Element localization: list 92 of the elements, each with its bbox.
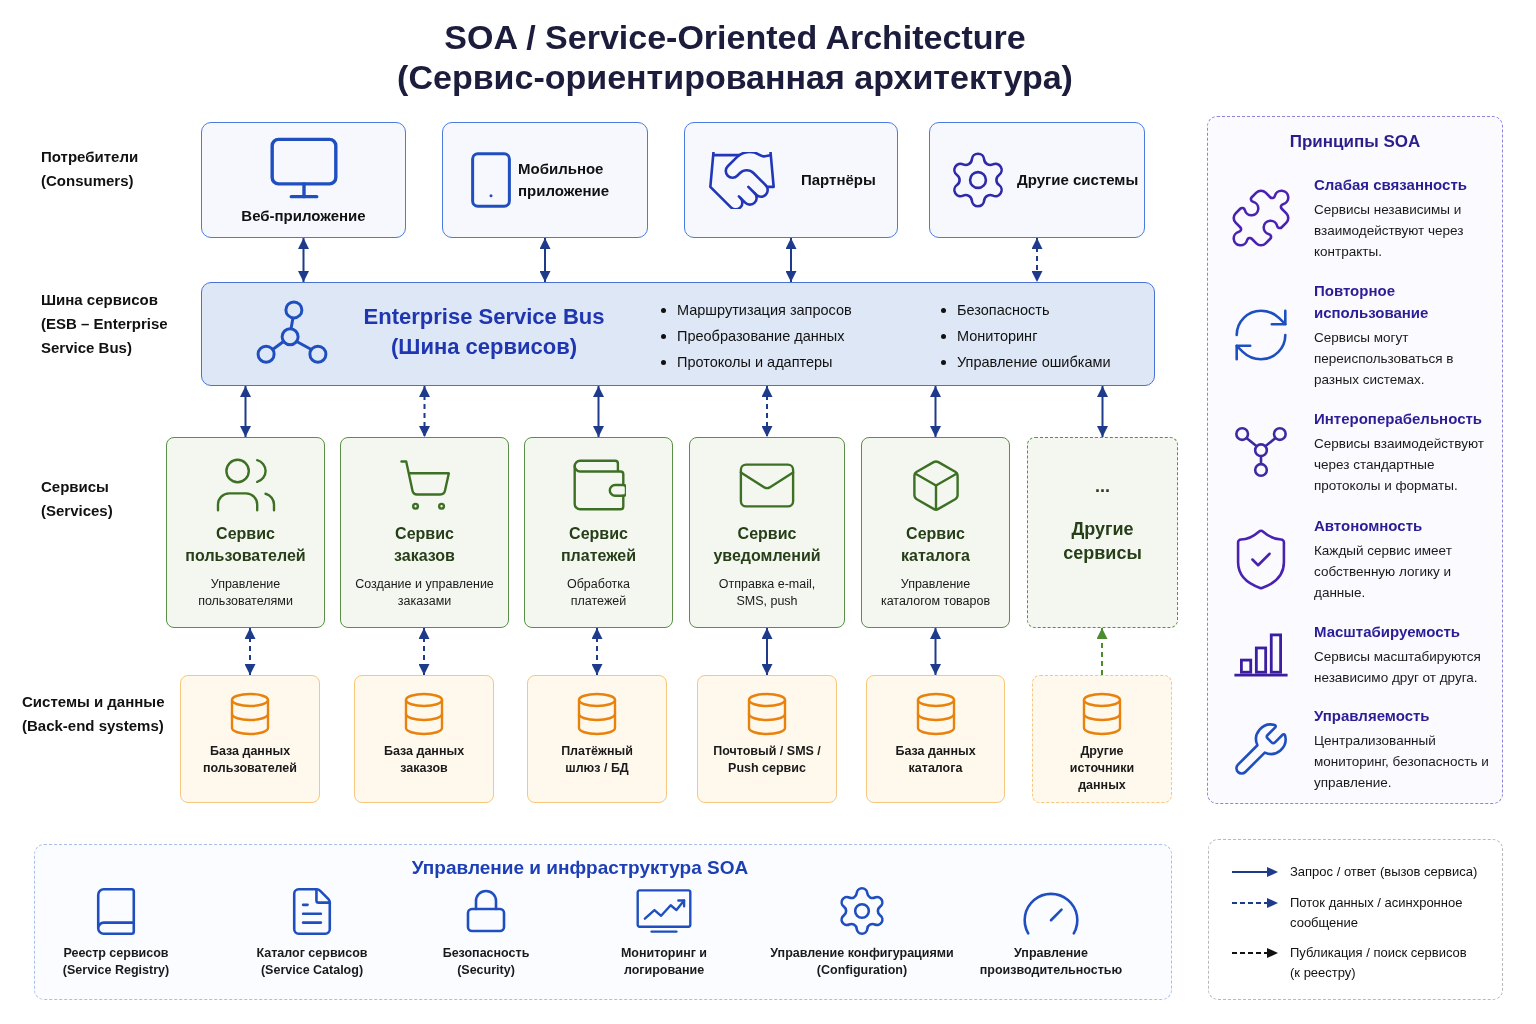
consumer-box <box>442 122 648 238</box>
service-name: Сервис каталога <box>901 524 970 566</box>
double-arrow <box>761 385 773 438</box>
data-source-card <box>180 675 320 803</box>
bus-feature: Преобразование данных <box>677 327 845 346</box>
principle-description: Сервисы масштабируются независимо друг от друга. <box>1314 648 1482 687</box>
panel-heading: Принципы SOA <box>1289 131 1421 153</box>
data-source-name: Другие источники данных <box>1069 743 1135 794</box>
principle-description: Централизованный мониторинг, безопасность и управление. <box>1314 732 1490 792</box>
service-name: Сервис пользователей <box>185 524 306 566</box>
data-source-name: База данных каталога <box>894 743 977 777</box>
legend-text: Публикация / поиск сервисов (к реестру) <box>1290 944 1468 982</box>
bus-feature: Безопасность <box>957 301 1050 320</box>
principle-title: Слабая связанность <box>1314 175 1468 195</box>
service-card <box>861 437 1010 628</box>
double-arrow <box>930 385 941 438</box>
infrastructure-item: Мониторинг и логирование <box>619 945 709 979</box>
bus-feature: Протоколы и адаптеры <box>677 353 833 372</box>
service-name: Сервис уведомлений <box>713 524 821 566</box>
service-card <box>1027 437 1178 628</box>
consumer-name: Другие системы <box>1017 170 1139 190</box>
diagram-title: SOA / Service-Oriented Architecture (Сервис-ориентированная архитектура) <box>396 17 1074 97</box>
data-source-card <box>1032 675 1172 803</box>
consumer-box <box>684 122 898 238</box>
bus-feature: Маршрутизация запросов <box>677 301 852 320</box>
bus-title: Enterprise Service Bus (Шина сервисов) <box>362 303 606 361</box>
principles-panel <box>1207 116 1503 804</box>
more-indicator: ... <box>1095 475 1110 498</box>
consumer-name: Мобильное приложение <box>518 159 611 201</box>
row-label: Потребители (Consumers) <box>41 147 140 191</box>
infrastructure-item: Управление производительностью <box>978 945 1124 979</box>
double-arrow <box>539 237 551 283</box>
service-description: Управление каталогом товаров <box>879 576 992 610</box>
principle-title: Автономность <box>1314 516 1424 536</box>
double-arrow <box>593 385 604 438</box>
arrow <box>1096 627 1108 676</box>
service-card <box>524 437 673 628</box>
data-source-name: Платёжный шлюз / БД <box>560 743 634 777</box>
infrastructure-panel <box>34 844 1172 1000</box>
double-arrow <box>785 237 797 283</box>
double-arrow <box>298 237 309 283</box>
consumer-name: Веб-приложение <box>241 206 366 226</box>
infrastructure-item: Реестр сервисов (Service Registry) <box>61 945 171 979</box>
service-card <box>340 437 509 628</box>
principle-title: Интероперабельность <box>1314 409 1484 429</box>
consumer-name: Партнёры <box>801 170 876 190</box>
panel-heading: Управление и инфраструктура SOA <box>411 856 749 880</box>
double-arrow <box>1097 385 1108 438</box>
bus-feature: Управление ошибками <box>957 353 1111 372</box>
service-name: Сервис заказов <box>394 524 455 566</box>
service-name: Сервис платежей <box>560 524 637 566</box>
principle-title: Масштабируемость <box>1314 622 1462 642</box>
data-source-card <box>527 675 667 803</box>
service-description: Обработка платежей <box>565 576 631 610</box>
data-source-name: База данных пользователей <box>202 743 298 777</box>
row-label: Шина сервисов (ESB – Enterprise Service Bus) <box>41 290 169 358</box>
bus-feature: Мониторинг <box>957 327 1038 346</box>
double-arrow <box>930 627 941 676</box>
service-card <box>166 437 325 628</box>
double-arrow <box>418 627 430 676</box>
principle-description: Сервисы могут переиспользоваться в разных системах. <box>1314 329 1455 389</box>
principle-title: Повторное использование <box>1314 281 1430 323</box>
service-bus-panel <box>201 282 1155 386</box>
infrastructure-item: Каталог сервисов (Service Catalog) <box>255 945 369 979</box>
principle-description: Каждый сервис имеет собственную логику и данные. <box>1314 542 1453 602</box>
data-source-name: База данных заказов <box>382 743 466 777</box>
service-card <box>689 437 845 628</box>
row-label: Сервисы (Services) <box>41 477 114 521</box>
data-source-card <box>697 675 837 803</box>
principle-title: Управляемость <box>1314 706 1431 726</box>
row-label: Системы и данные (Back-end systems) <box>22 692 166 736</box>
double-arrow <box>240 385 251 438</box>
double-arrow <box>244 627 256 676</box>
principle-description: Сервисы взаимодействуют через стандартные протоколы и форматы. <box>1314 435 1485 495</box>
infrastructure-item: Безопасность (Security) <box>441 945 531 979</box>
infrastructure-item: Управление конфигурациями (Configuration) <box>769 945 955 979</box>
service-name: Другие сервисы <box>1063 518 1142 565</box>
service-description: Управление пользователями <box>197 576 294 610</box>
service-description: Создание и управление заказами <box>354 576 495 610</box>
double-arrow <box>761 627 773 676</box>
data-source-card <box>354 675 494 803</box>
legend-text: Запрос / ответ (вызов сервиса) <box>1290 863 1479 881</box>
data-source-name: Почтовый / SMS / Push сервис <box>712 743 822 777</box>
legend-text: Поток данных / асинхронное сообщение <box>1290 894 1464 932</box>
double-arrow <box>419 385 430 438</box>
consumer-box <box>201 122 406 238</box>
data-source-card <box>866 675 1005 803</box>
double-arrow <box>1031 237 1043 283</box>
service-description: Отправка e-mail, SMS, push <box>717 576 817 610</box>
double-arrow <box>591 627 603 676</box>
consumer-box <box>929 122 1145 238</box>
principle-description: Сервисы независимы и взаимодействуют через контракты. <box>1314 201 1465 261</box>
